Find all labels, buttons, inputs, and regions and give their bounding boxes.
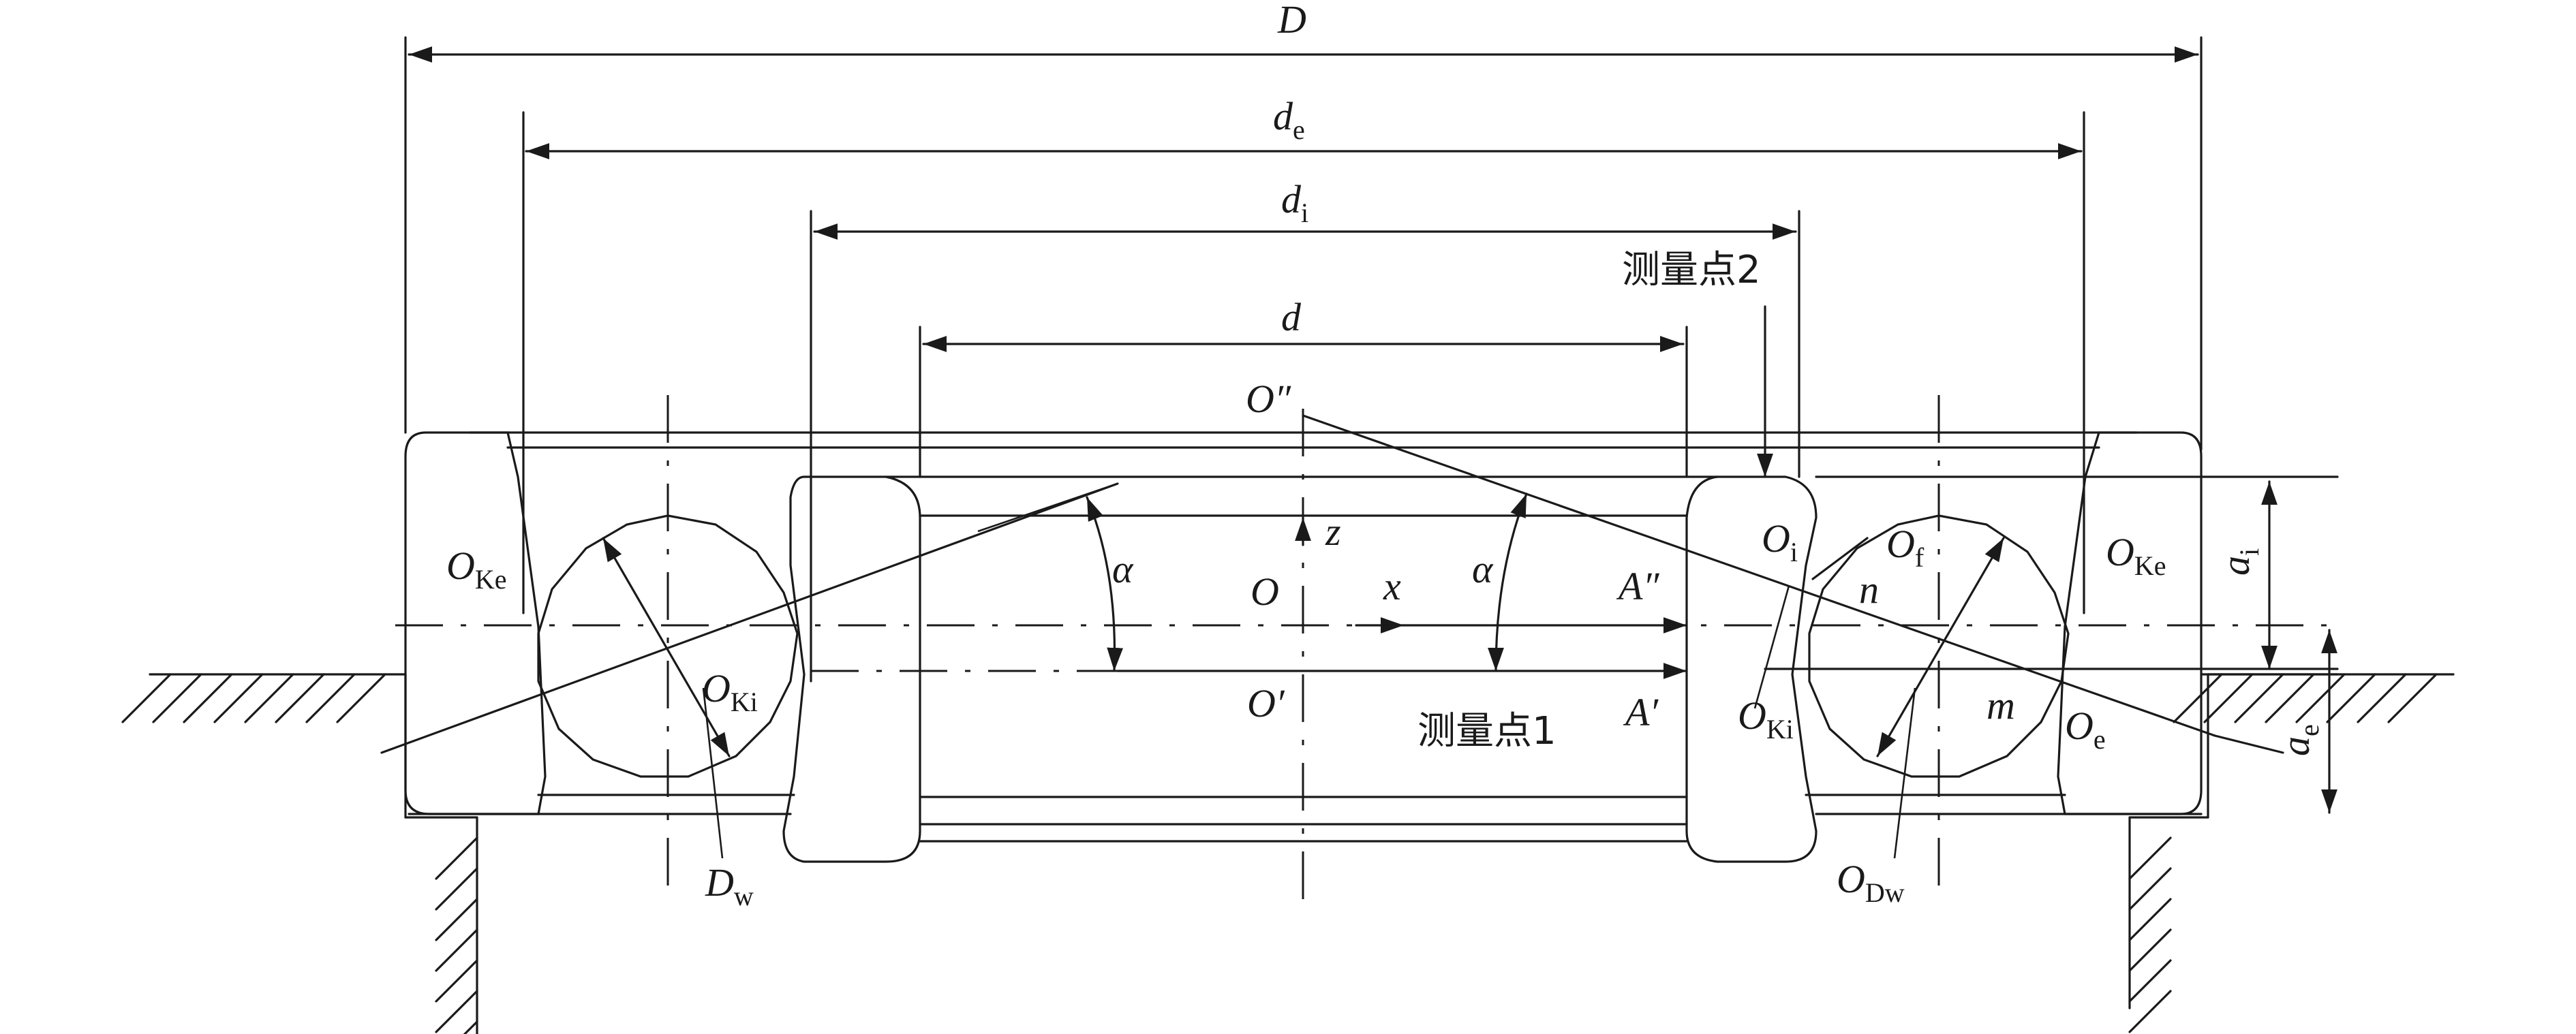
ground-lines: [149, 673, 2455, 1034]
ground-hatch-stroke: [2234, 673, 2284, 723]
label-alpha-right: α: [1472, 547, 1494, 591]
label-Oi: Oi: [1762, 516, 1798, 567]
svg-text:ai: ai: [2213, 548, 2265, 576]
ground-hatch-stroke: [2203, 673, 2254, 723]
label-OKi-left: OKi: [702, 666, 758, 717]
ball-right: [1808, 514, 2070, 778]
label-m: m: [1987, 683, 2015, 727]
leader-lines: [702, 585, 1916, 859]
inner-ring-right: [1685, 475, 1818, 863]
label-OKe-left: OKe: [446, 544, 507, 595]
ball-right-diameter: [1876, 537, 2005, 757]
ground-hatch-stroke: [2326, 673, 2376, 723]
label-x: x: [1383, 564, 1401, 608]
ground-hatch-stroke: [336, 673, 386, 723]
ground-hatch-stroke: [121, 673, 172, 723]
label-OKi-right: OKi: [1738, 693, 1794, 745]
ground-hatch-stroke: [2128, 867, 2172, 911]
label-point2: 测量点2: [1622, 248, 1761, 292]
ground-hatch-stroke: [152, 673, 202, 723]
ground-hatch-stroke: [2128, 898, 2172, 941]
label-de: de: [1273, 94, 1305, 145]
label-O-double-prime: O″: [1246, 377, 1291, 421]
ground-hatch-stroke: [2128, 990, 2172, 1033]
label-alpha-left: α: [1112, 547, 1134, 591]
label-ai: ai: [2213, 548, 2265, 576]
label-z: z: [1325, 510, 1341, 554]
label-di: di: [1281, 177, 1308, 228]
ground-hatch-stroke: [435, 867, 478, 911]
ground-hatch-stroke: [2128, 836, 2172, 880]
ground-hatch-stroke: [2357, 673, 2407, 723]
label-O: O: [1251, 569, 1279, 614]
label-Dw: Dw: [705, 860, 754, 911]
label-ae: ae: [2273, 724, 2325, 756]
label-point1: 测量点1: [1417, 709, 1557, 753]
ground-hatch-stroke: [435, 836, 478, 880]
label-ODw: ODw: [1837, 857, 1905, 908]
ground-hatch: [121, 673, 2438, 1034]
label-A-double-prime: A″: [1616, 564, 1659, 608]
alpha-arc-left: [1086, 496, 1124, 672]
label-O-prime: O′: [1247, 681, 1285, 725]
ground-hatch-stroke: [435, 959, 478, 1003]
ground-hatch-stroke: [2128, 928, 2172, 972]
label-Of: Of: [1886, 522, 1925, 573]
outer-ring-right: [2057, 431, 2203, 815]
label-Oe: Oe: [2065, 704, 2106, 755]
label-n: n: [1859, 567, 1879, 612]
ground-hatch-stroke: [213, 673, 264, 723]
label-OKe-right: OKe: [2106, 530, 2166, 581]
label-d: d: [1281, 295, 1302, 339]
label-D: D: [1277, 0, 1306, 42]
ball-left-diameter: [602, 537, 731, 757]
ground-hatch-stroke: [435, 898, 478, 941]
ground-hatch-stroke: [2387, 673, 2438, 723]
ground-hatch-stroke: [2265, 673, 2315, 723]
label-A-prime: A′: [1623, 690, 1659, 734]
ground-hatch-stroke: [305, 673, 356, 723]
ball-left: [537, 514, 799, 778]
ground-hatch-stroke: [244, 673, 294, 723]
ground-hatch-stroke: [275, 673, 325, 723]
ground-hatch-stroke: [435, 928, 478, 972]
ground-hatch-stroke: [463, 1020, 478, 1034]
alpha-arc-right: [1488, 492, 1528, 672]
contact-lines: [380, 414, 2284, 754]
ground-hatch-stroke: [435, 990, 478, 1033]
ground-hatch-stroke: [2128, 959, 2172, 1003]
dimension-lines: [404, 36, 2337, 814]
svg-text:ae: ae: [2273, 724, 2325, 756]
ground-hatch-stroke: [183, 673, 233, 723]
ground-hatch-stroke: [2295, 673, 2346, 723]
ground-hatch-stroke: [2173, 673, 2223, 723]
inner-ring-left: [782, 475, 921, 863]
